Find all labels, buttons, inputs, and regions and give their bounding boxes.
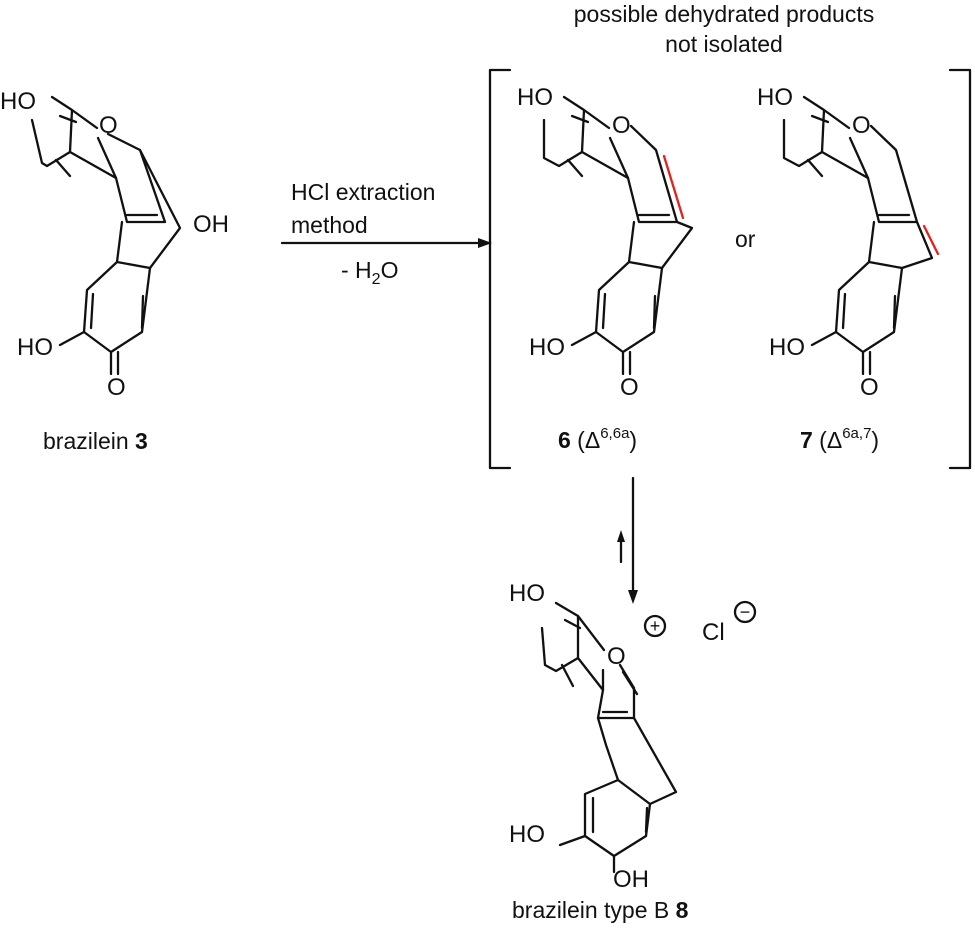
atom-carbonyl-oxygen: O bbox=[107, 374, 126, 401]
label-brazilein-type-b-8: brazilein type B 8 bbox=[512, 897, 689, 923]
structure-product-6: HO O HO O 6 (Δ6,6a) bbox=[517, 84, 694, 453]
equilibrium-reverse-head bbox=[617, 530, 625, 542]
atom-carbonyl-oxygen: O bbox=[860, 374, 879, 401]
label-product-6: 6 (Δ6,6a) bbox=[558, 425, 637, 453]
atom-ho-top: HO bbox=[517, 84, 553, 111]
reagent-line-2: method bbox=[291, 212, 368, 238]
highlight-bond-6a-7 bbox=[922, 224, 940, 256]
atom-ho-bottom: HO bbox=[769, 334, 805, 361]
plus-charge bbox=[643, 614, 667, 638]
plus-sign: + bbox=[650, 616, 661, 636]
reaction-arrow: HCl extraction method - H2O bbox=[280, 179, 492, 288]
structure-brazilein-type-b-8: HO O + Cl − HO OH brazilein type B 8 bbox=[509, 580, 757, 923]
header-line-1: possible dehydrated products bbox=[574, 1, 874, 27]
atom-ho-top: HO bbox=[0, 88, 36, 115]
header-line-2: not isolated bbox=[665, 31, 783, 57]
atom-ho-top: HO bbox=[757, 84, 793, 111]
highlight-bond-6-6a bbox=[662, 154, 685, 220]
atom-ho-bottom: HO bbox=[17, 334, 53, 361]
label-brazilein-3: brazilein 3 bbox=[43, 428, 148, 454]
atom-ho-bottom: HO bbox=[529, 334, 565, 361]
label-product-7: 7 (Δ6a,7) bbox=[800, 425, 879, 453]
structure-product-7: HO O HO O 7 (Δ6a,7) bbox=[757, 84, 940, 453]
arrow-head bbox=[478, 238, 492, 248]
atom-ring-oxygen: O bbox=[99, 112, 118, 139]
equilibrium-forward-head bbox=[628, 590, 638, 604]
bracket-right bbox=[948, 68, 972, 470]
minus-charge bbox=[733, 600, 757, 624]
atom-oh-right: OH bbox=[193, 211, 229, 238]
atom-oxonium-oxygen: O bbox=[607, 643, 626, 670]
reagent-line-1: HCl extraction bbox=[291, 179, 435, 205]
atom-ring-oxygen: O bbox=[852, 112, 871, 139]
atom-chloride: Cl bbox=[702, 619, 725, 646]
atom-oh-bottom: OH bbox=[613, 866, 649, 893]
minus-sign: − bbox=[740, 602, 751, 622]
equilibrium-arrow bbox=[617, 476, 638, 604]
atom-carbonyl-oxygen: O bbox=[620, 374, 639, 401]
atom-ring-oxygen: O bbox=[612, 112, 631, 139]
atom-ho-top: HO bbox=[509, 580, 545, 607]
connector-or: or bbox=[735, 226, 756, 252]
water-loss: - H2O bbox=[341, 257, 398, 288]
bracket-left bbox=[488, 68, 512, 470]
atom-ho-bottom: HO bbox=[509, 821, 545, 848]
structure-brazilein-3: HO O OH HO O brazilein 3 bbox=[0, 88, 229, 454]
